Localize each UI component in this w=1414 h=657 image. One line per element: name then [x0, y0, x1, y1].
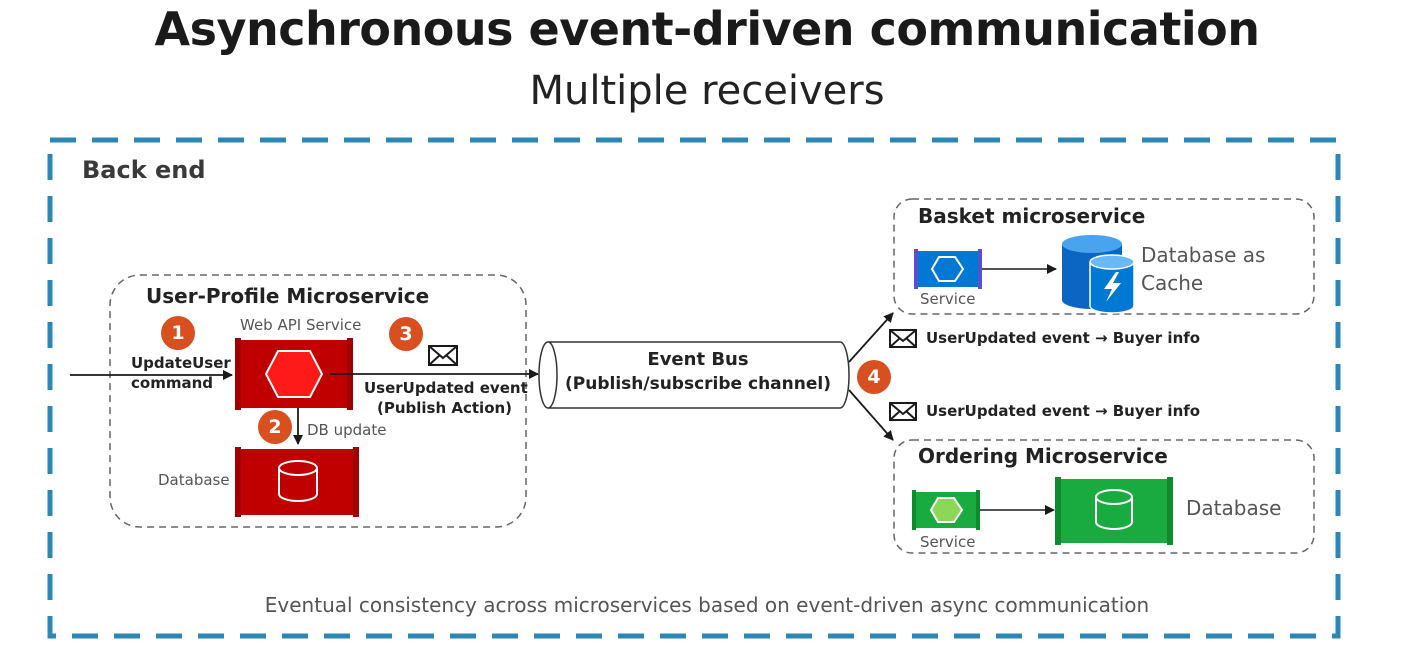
publish-line1: UserUpdated event [364, 379, 528, 397]
backend-frame [47, 137, 1341, 639]
ordering-event-label: UserUpdated event → Buyer info [926, 402, 1201, 420]
ordering-service-label: Service [920, 533, 976, 551]
basket-box [893, 198, 1315, 315]
envelope-icon [889, 402, 917, 421]
command-line1: UpdateUser [131, 354, 231, 372]
basket-title: Basket microservice [918, 204, 1146, 228]
backend-label: Back end [82, 156, 206, 184]
envelope-icon [428, 345, 458, 366]
ordering-box [893, 439, 1315, 554]
event-bus-line2: (Publish/subscribe channel) [565, 374, 831, 394]
user-profile-title: User-Profile Microservice [146, 284, 430, 308]
event-bus-line1: Event Bus [647, 349, 749, 370]
envelope-icon [889, 329, 917, 348]
ordering-service-icon [912, 490, 980, 530]
ordering-title: Ordering Microservice [918, 444, 1168, 468]
publish-line2: (Publish Action) [377, 399, 513, 417]
ordering-database-icon [1055, 477, 1173, 545]
step-badge-2: 2 [258, 410, 292, 444]
step-badge-1: 1 [161, 316, 195, 350]
command-line2: command [131, 374, 213, 392]
ordering-event-arrow [848, 389, 894, 441]
user-profile-box [109, 274, 527, 528]
cache-db-line1: Database as [1141, 243, 1266, 267]
basket-event-label: UserUpdated event → Buyer info [926, 329, 1201, 347]
basket-service-label: Service [920, 290, 976, 308]
user-database-icon [235, 447, 359, 517]
ordering-db-label: Database [1186, 496, 1282, 520]
step-badge-4: 4 [857, 360, 891, 394]
web-api-label: Web API Service [240, 316, 362, 334]
event-bus-icon [538, 341, 850, 409]
cache-database-icon [1062, 235, 1135, 314]
db-update-label: DB update [307, 421, 387, 439]
database-label: Database [158, 471, 230, 489]
footer-note: Eventual consistency across microservice… [264, 593, 1150, 617]
basket-service-icon [914, 249, 982, 289]
basket-event-arrow [848, 312, 894, 363]
page-subtitle: Multiple receivers [529, 68, 885, 114]
step-badge-3: 3 [389, 317, 423, 351]
page-title: Asynchronous event-driven communication [154, 2, 1260, 56]
cache-db-line2: Cache [1141, 271, 1204, 295]
